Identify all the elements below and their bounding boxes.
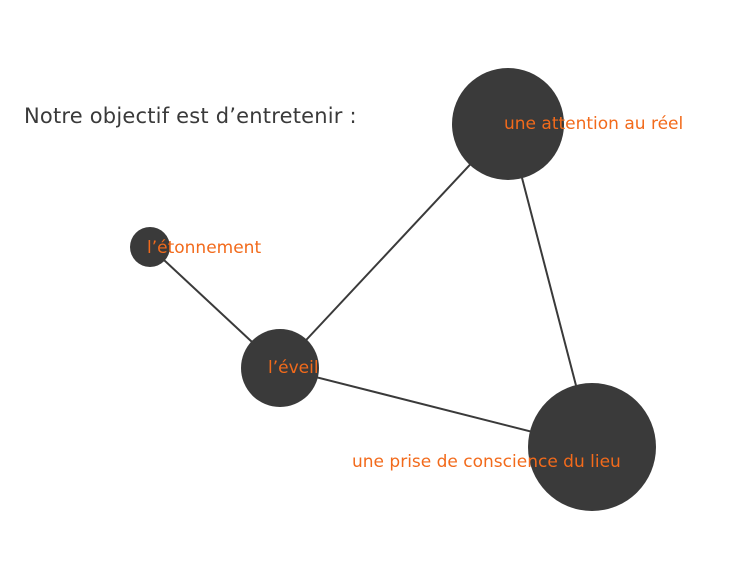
node-prise bbox=[528, 383, 656, 511]
labels-group: l’étonnement l’éveil une attention au ré… bbox=[147, 114, 683, 472]
label-prise: une prise de conscience du lieu bbox=[352, 452, 621, 472]
node-eveil bbox=[241, 329, 319, 407]
label-etonnement: l’étonnement bbox=[147, 238, 261, 258]
node-etonnement bbox=[130, 227, 170, 267]
label-attention: une attention au réel bbox=[504, 114, 683, 134]
label-eveil: l’éveil bbox=[268, 358, 319, 378]
node-attention bbox=[452, 68, 564, 180]
nodes-group bbox=[130, 68, 656, 511]
page-title: Notre objectif est d’entretenir : bbox=[24, 104, 357, 128]
